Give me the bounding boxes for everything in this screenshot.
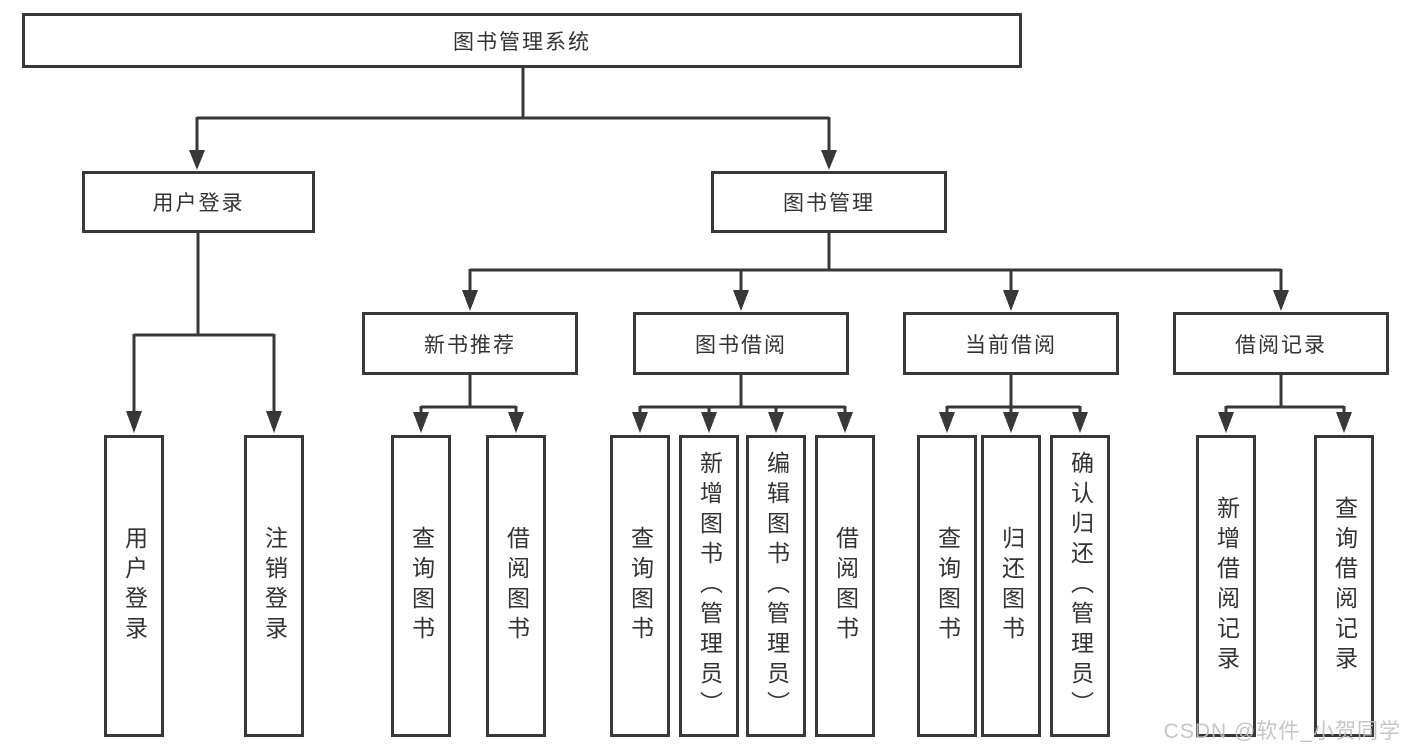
leaf-borrow-add-book-admin: 新增图书（管理员） [679,435,739,737]
leaf-user-login: 用户登录 [104,435,164,737]
leaf-borrow-query-book: 查询图书 [610,435,670,737]
node-root-library-system: 图书管理系统 [22,13,1022,68]
leaf-current-return-book: 归还图书 [981,435,1041,737]
leaf-borrow-edit-book-admin: 编辑图书（管理员） [746,435,806,737]
leaf-recommend-query-book: 查询图书 [391,435,451,737]
node-new-book-recommend: 新书推荐 [362,312,578,375]
leaf-borrow-borrow-book: 借阅图书 [815,435,875,737]
node-book-management: 图书管理 [711,171,947,233]
leaf-record-query-borrow-record: 查询借阅记录 [1314,435,1374,737]
watermark: CSDN @软件_小贺同学 [1163,720,1401,743]
node-current-borrow: 当前借阅 [903,312,1119,375]
node-book-borrow: 图书借阅 [633,312,849,375]
leaf-record-add-borrow-record: 新增借阅记录 [1196,435,1256,737]
node-borrow-record: 借阅记录 [1173,312,1389,375]
leaf-current-confirm-return-admin: 确认归还（管理员） [1050,435,1110,737]
leaf-logout: 注销登录 [244,435,304,737]
leaf-current-query-book: 查询图书 [917,435,977,737]
node-user-login: 用户登录 [82,171,315,233]
leaf-recommend-borrow-book: 借阅图书 [486,435,546,737]
